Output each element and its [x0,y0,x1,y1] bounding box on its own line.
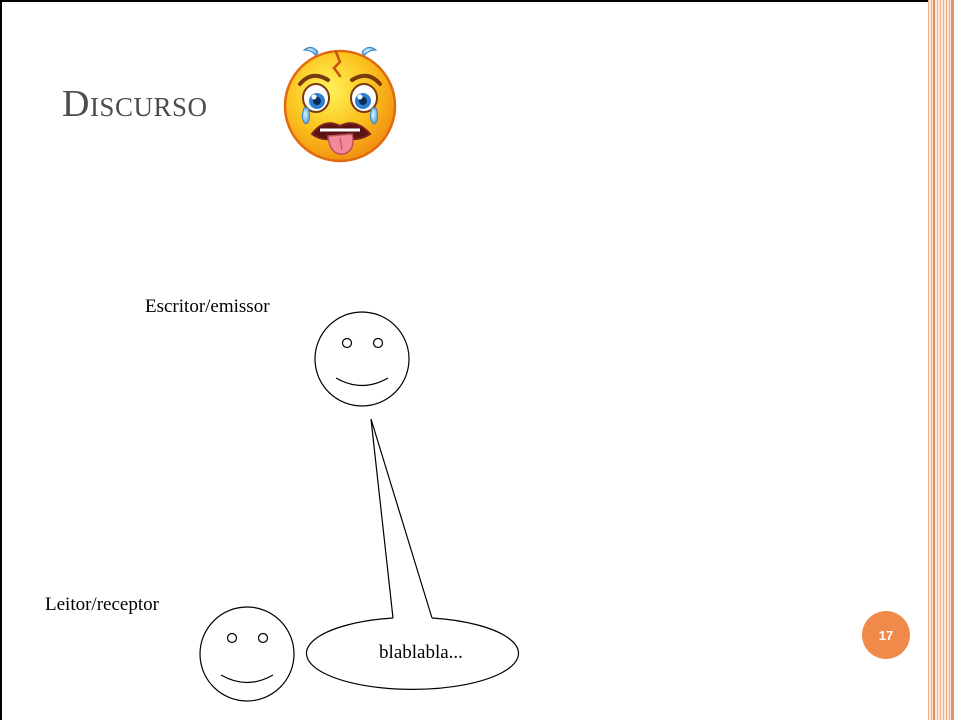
speech-bubble-text: blablabla... [379,642,463,663]
sweat-drops-icon [302,46,378,57]
slide-frame-left [0,0,2,720]
reader-face-icon [199,606,295,702]
worried-face-icon [283,46,397,163]
decorative-side-border [928,0,954,720]
writer-label: Escritor/emissor [145,296,270,317]
speech-bubble-tail [370,418,433,619]
slide-title: Discurso [62,83,208,125]
slide-frame-top [0,0,934,2]
decorative-border-line-outer [951,0,954,720]
reader-label: Leitor/receptor [45,594,159,615]
page-number-badge: 17 [862,611,910,659]
forehead-crack [332,50,342,78]
writer-face-icon [314,311,410,407]
decorative-border-line-inner [933,0,935,720]
speech-bubble [305,617,520,690]
